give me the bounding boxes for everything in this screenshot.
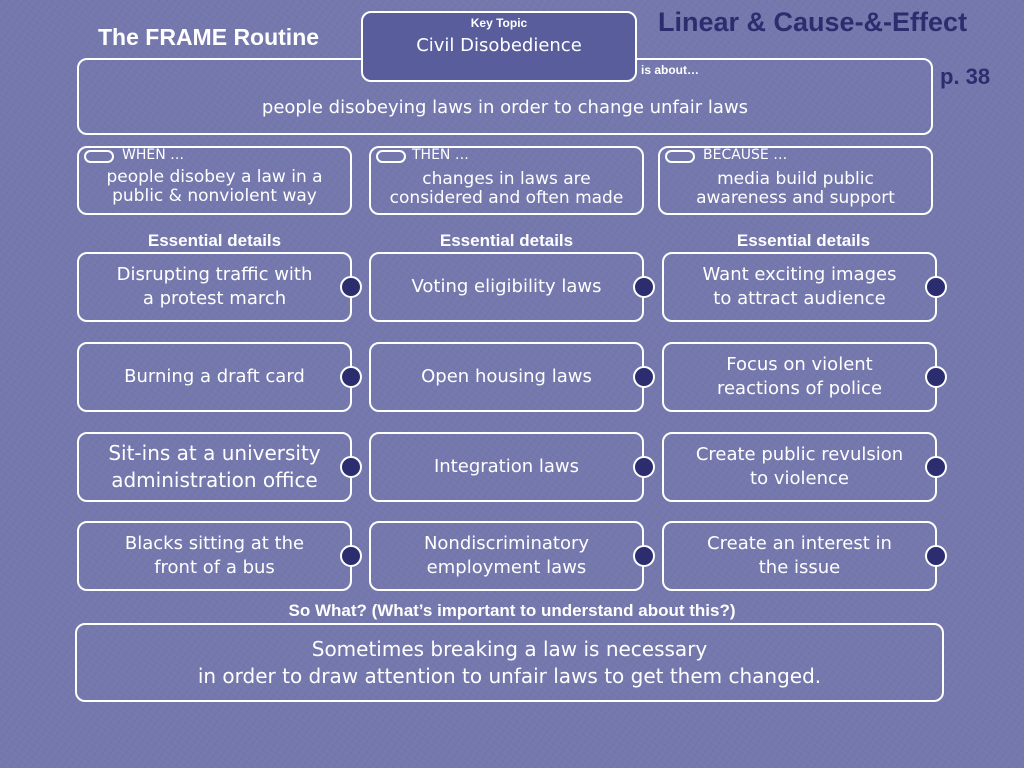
connector-knob-icon (340, 456, 362, 478)
then-label: THEN … (412, 147, 469, 163)
when-statement-box: people disobey a law in a public & nonvi… (77, 146, 352, 215)
connector-knob-icon (340, 366, 362, 388)
when-detail-box: Sit-ins at a university administration o… (77, 432, 352, 502)
because-detail-box: Want exciting images to attract audience (662, 252, 937, 322)
key-topic-label: Key Topic (470, 16, 528, 30)
when-detail-text: Disrupting traffic with a protest march (116, 264, 313, 309)
then-detail-box: Open housing laws (369, 342, 644, 412)
then-detail-box: Integration laws (369, 432, 644, 502)
key-topic-value: Civil Disobedience (416, 35, 582, 56)
connector-knob-icon (633, 456, 655, 478)
then-detail-text: Integration laws (433, 456, 580, 477)
so-what-text: Sometimes breaking a law is necessary in… (197, 636, 822, 688)
when-label: WHEN … (122, 147, 185, 163)
then-connector-icon (376, 150, 406, 163)
then-detail-box: Voting eligibility laws (369, 252, 644, 322)
page-number: p. 38 (940, 64, 991, 89)
connector-knob-icon (340, 276, 362, 298)
because-statement-box: media build public awareness and support (658, 146, 933, 215)
so-what-heading: So What? (What’s important to understand… (288, 601, 736, 620)
when-statement-text: people disobey a law in a public & nonvi… (106, 167, 323, 206)
then-detail-text: Voting eligibility laws (411, 276, 602, 297)
then-statement-text: changes in laws are considered and often… (389, 169, 624, 208)
when-detail-text: Blacks sitting at the front of a bus (124, 533, 305, 578)
connector-knob-icon (633, 366, 655, 388)
connector-knob-icon (925, 456, 947, 478)
connector-knob-icon (633, 545, 655, 567)
when-detail-text: Burning a draft card (124, 366, 305, 387)
when-detail-box: Burning a draft card (77, 342, 352, 412)
because-detail-text: Want exciting images to attract audience (702, 264, 897, 309)
then-detail-text: Open housing laws (421, 366, 592, 387)
so-what-box: Sometimes breaking a law is necessary in… (75, 623, 944, 702)
then-details-heading: Essential details (439, 231, 574, 250)
is-about-label: is about… (641, 63, 700, 77)
because-detail-box: Focus on violent reactions of police (662, 342, 937, 412)
because-detail-text: Create an interest in the issue (707, 533, 892, 578)
when-detail-text: Sit-ins at a university administration o… (108, 441, 321, 492)
connector-knob-icon (925, 276, 947, 298)
diagram-type-subtitle: Linear & Cause-&-Effect (658, 7, 968, 37)
because-statement-text: media build public awareness and support (696, 169, 895, 208)
because-details-heading: Essential details (736, 231, 871, 250)
because-detail-text: Create public revulsion to violence (695, 444, 904, 489)
then-detail-text: Nondiscriminatory employment laws (423, 533, 590, 578)
connector-knob-icon (925, 366, 947, 388)
when-details-heading: Essential details (147, 231, 282, 250)
because-detail-text: Focus on violent reactions of police (716, 354, 883, 399)
connector-knob-icon (925, 545, 947, 567)
because-detail-box: Create an interest in the issue (662, 521, 937, 591)
when-connector-icon (84, 150, 114, 163)
then-detail-box: Nondiscriminatory employment laws (369, 521, 644, 591)
when-detail-box: Blacks sitting at the front of a bus (77, 521, 352, 591)
frame-title: The FRAME Routine (98, 24, 320, 50)
connector-knob-icon (633, 276, 655, 298)
because-detail-box: Create public revulsion to violence (662, 432, 937, 502)
because-label: BECAUSE … (703, 147, 788, 163)
then-statement-box: changes in laws are considered and often… (369, 146, 644, 215)
because-connector-icon (665, 150, 695, 163)
connector-knob-icon (340, 545, 362, 567)
when-detail-box: Disrupting traffic with a protest march (77, 252, 352, 322)
key-topic-box: Key Topic Civil Disobedience (361, 11, 637, 82)
is-about-text: people disobeying laws in order to chang… (261, 97, 749, 118)
